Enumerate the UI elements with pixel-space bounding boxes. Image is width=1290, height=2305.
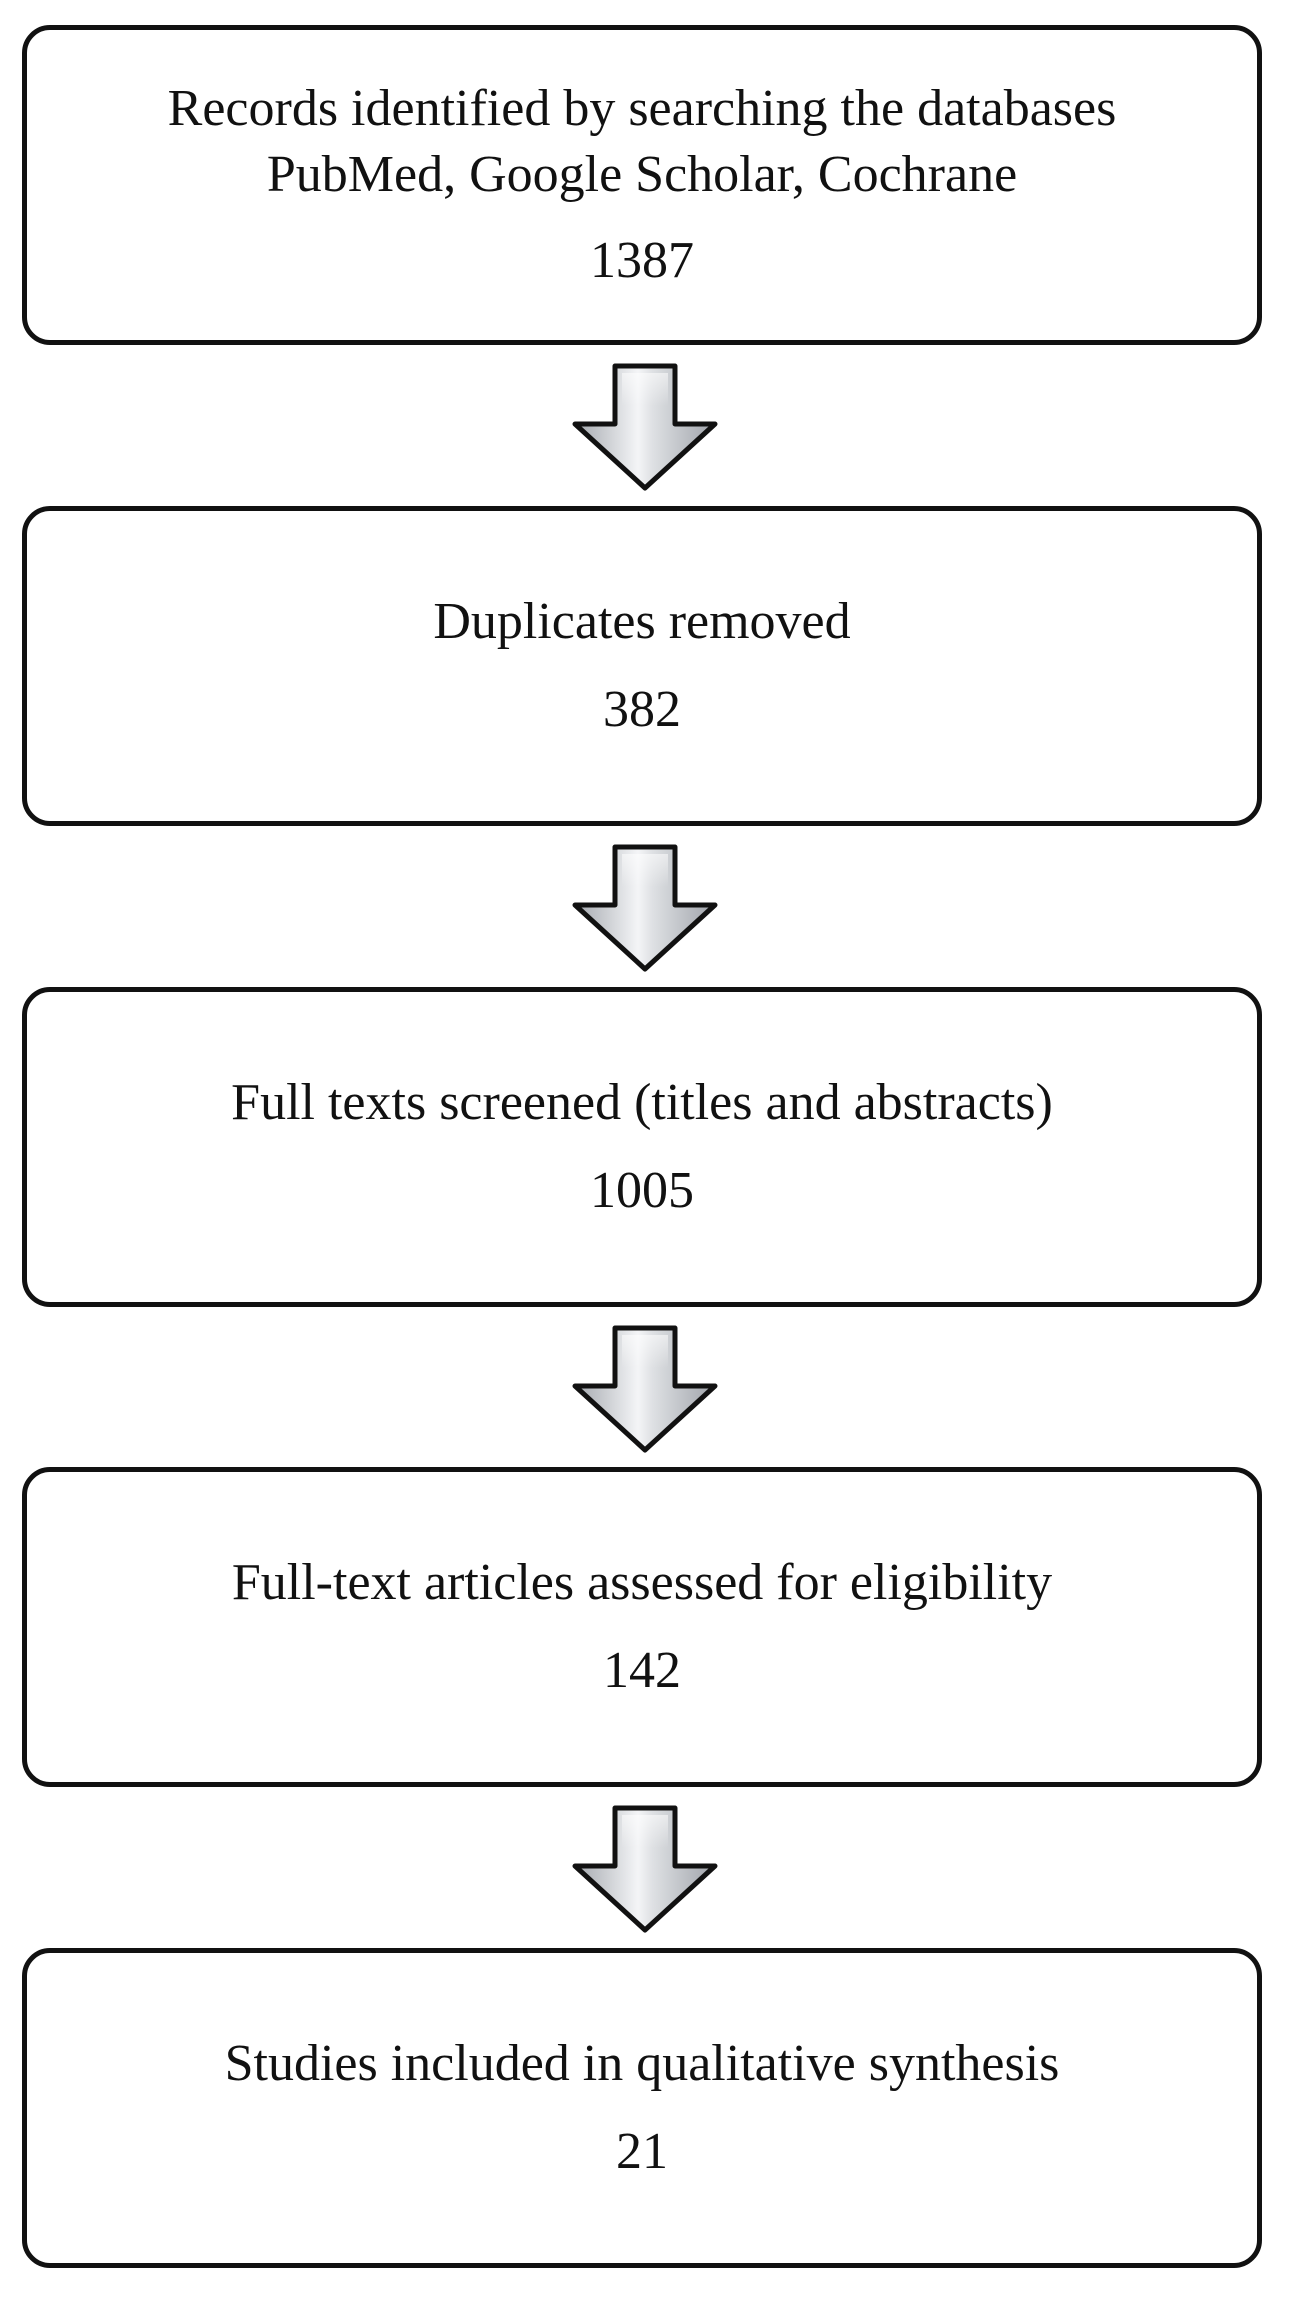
down-arrow-icon: [572, 1805, 718, 1933]
step-count: 382: [603, 681, 681, 738]
step-label: Full texts screened (titles and abstract…: [231, 1074, 1053, 1131]
step-count: 21: [616, 2123, 668, 2180]
step-box-full-texts-screened: Full texts screened (titles and abstract…: [22, 987, 1262, 1307]
step-count: 1005: [590, 1162, 694, 1219]
step-box-studies-included: Studies included in qualitative synthesi…: [22, 1948, 1262, 2268]
down-arrow-icon: [572, 1325, 718, 1453]
step-label: Duplicates removed: [433, 593, 851, 650]
step-box-eligibility-assessed: Full-text articles assessed for eligibil…: [22, 1467, 1262, 1787]
down-arrow-icon: [572, 363, 718, 491]
down-arrow-icon: [572, 844, 718, 972]
step-label: Records identified by searching the data…: [167, 80, 1117, 203]
step-count: 1387: [590, 232, 694, 289]
step-box-records-identified: Records identified by searching the data…: [22, 25, 1262, 345]
step-label: Studies included in qualitative synthesi…: [224, 2035, 1060, 2092]
step-box-duplicates-removed: Duplicates removed 382: [22, 506, 1262, 826]
step-count: 142: [603, 1642, 681, 1699]
step-label: Full-text articles assessed for eligibil…: [231, 1554, 1053, 1611]
